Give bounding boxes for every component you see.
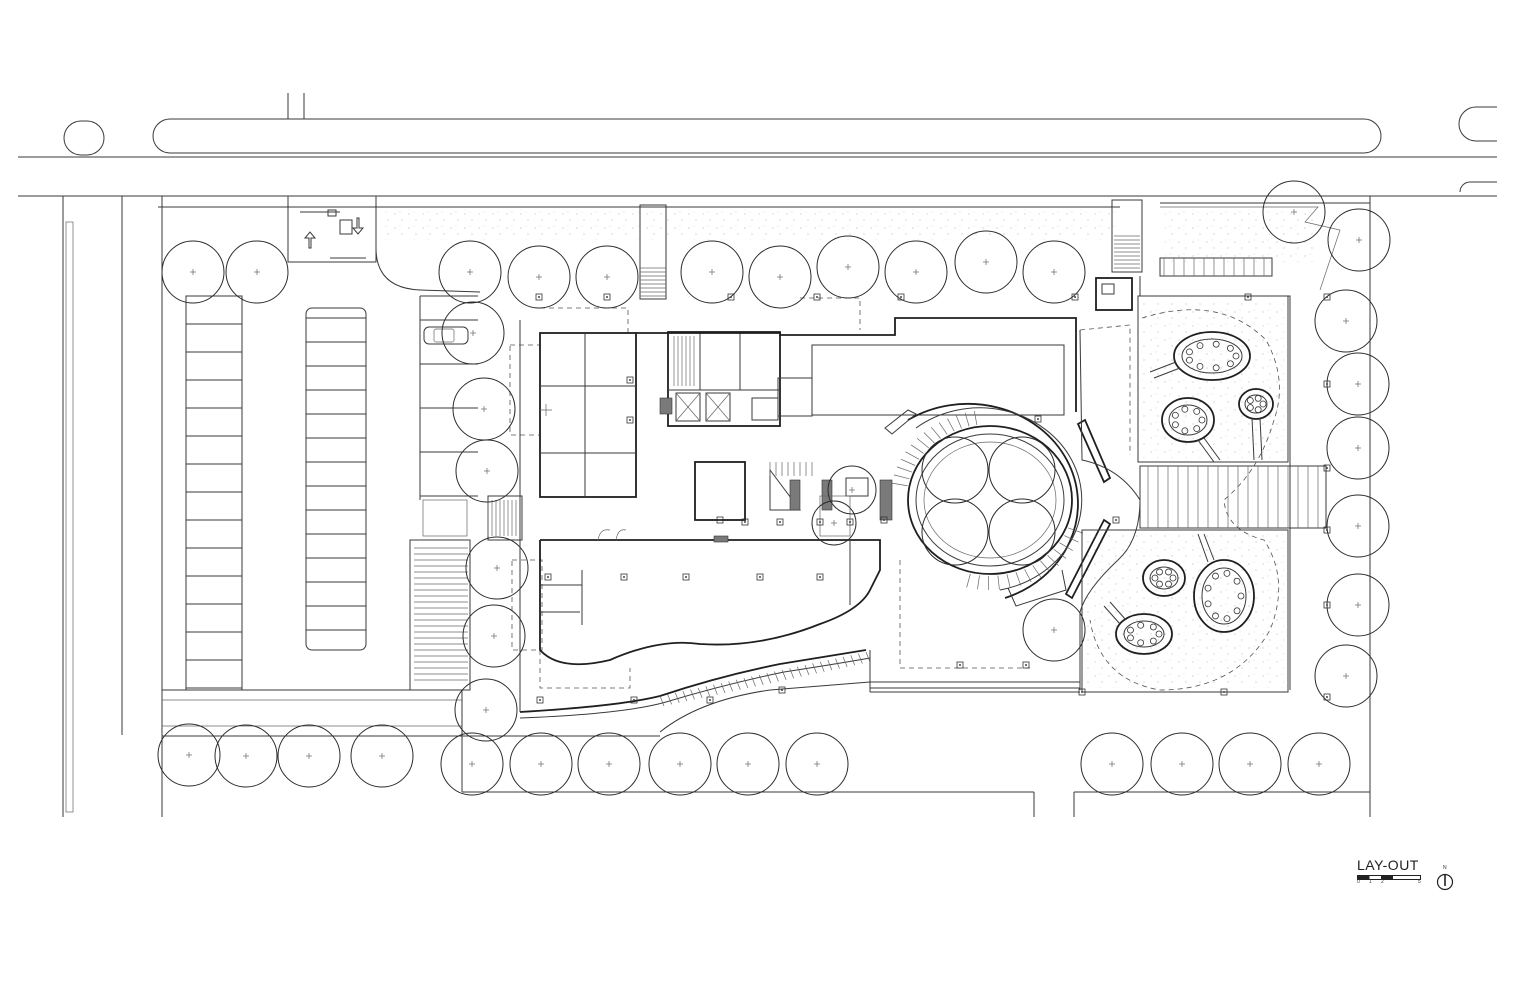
scale-bar <box>1357 875 1421 880</box>
play-pod <box>1142 559 1186 597</box>
east-garden <box>1081 199 1327 693</box>
site-boundary <box>158 195 1371 817</box>
entrance-gate <box>287 195 481 293</box>
play-pod <box>1103 601 1173 655</box>
play-pod <box>1161 397 1221 463</box>
scale-mark: 0 <box>1357 879 1360 885</box>
scale-mark: 1 <box>1369 879 1372 885</box>
play-pod <box>1238 388 1274 461</box>
scale-mark: 5 <box>1418 879 1421 885</box>
play-pod <box>1149 331 1251 381</box>
scale-mark: 2 <box>1381 879 1384 885</box>
curved-ramp <box>519 649 1080 733</box>
north-stairs <box>487 204 667 541</box>
north-label: N <box>1443 865 1447 871</box>
street <box>18 93 1497 197</box>
trees <box>157 180 1391 796</box>
scale-labels: 0 1 2 5 <box>1357 879 1421 887</box>
title-block: LAY-OUT 0 1 2 5 N <box>1357 857 1467 897</box>
columns <box>535 293 1331 704</box>
play-pod <box>1193 533 1255 633</box>
round-pavilion <box>884 402 1112 607</box>
car <box>423 326 469 345</box>
parking-area <box>185 295 478 691</box>
south-walkway <box>161 689 660 792</box>
building <box>509 297 1141 733</box>
north-arrow-icon <box>1436 873 1454 891</box>
drawing-title: LAY-OUT <box>1357 857 1419 873</box>
west-road <box>62 196 163 817</box>
